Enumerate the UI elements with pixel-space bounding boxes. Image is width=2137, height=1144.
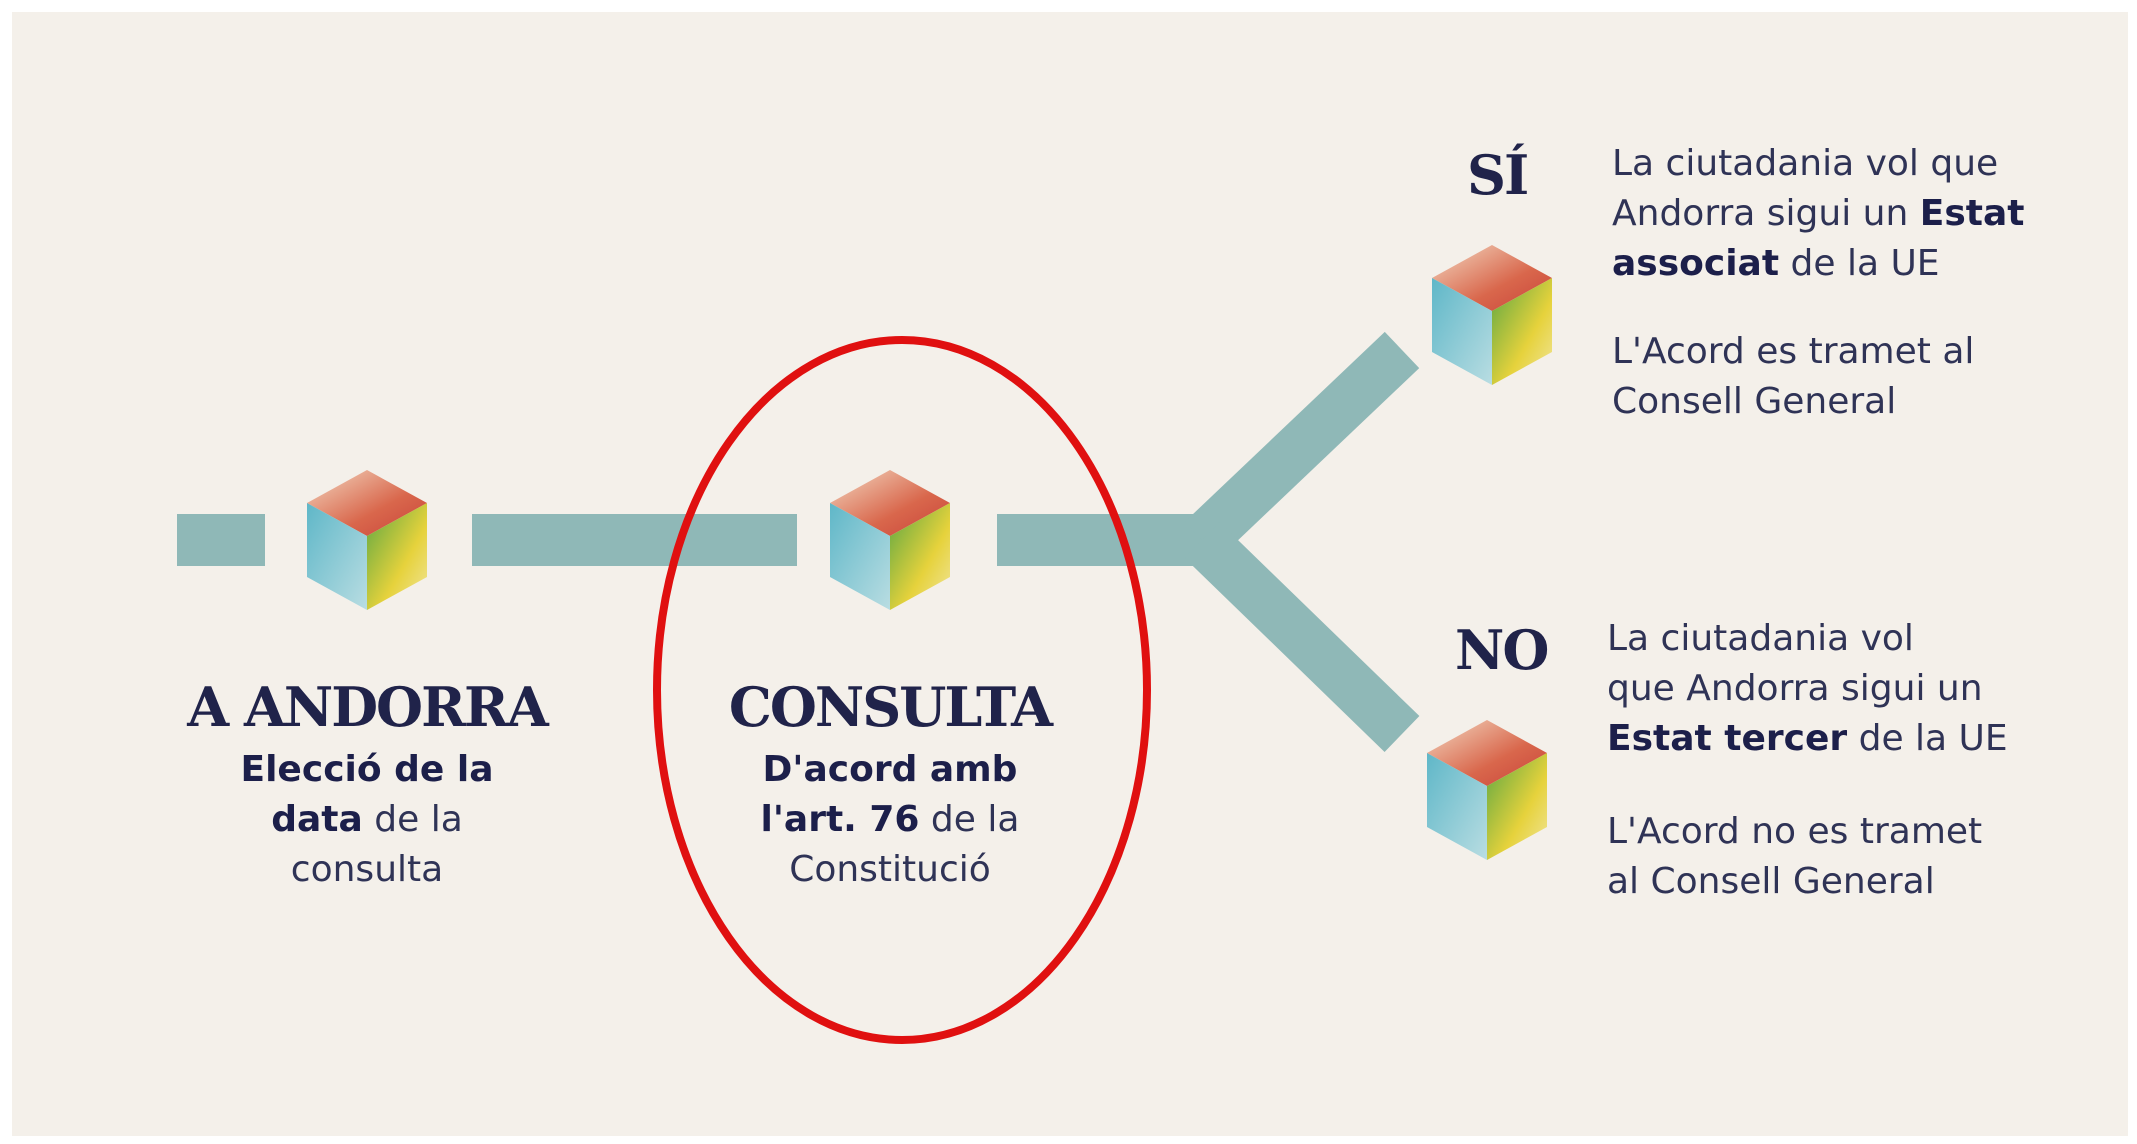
timeline-segment-end (997, 514, 1212, 566)
branch-line-yes (1184, 331, 1420, 559)
timeline-segment-start (177, 514, 265, 566)
timeline-segment-middle (472, 514, 797, 566)
caption-line: l'art. 76 de la (760, 799, 1020, 840)
step-caption-andorra: Elecció de la data de la consulta (157, 745, 577, 895)
branch-desc-yes: La ciutadania vol que Andorra sigui un E… (1612, 139, 2024, 289)
desc-line: L'Acord no es tramet (1607, 811, 1983, 852)
step-heading-andorra: A ANDORRA (187, 675, 548, 739)
desc-line: Consell General (1612, 381, 1897, 422)
desc-line: Estat tercer de la UE (1607, 718, 2008, 759)
step-heading-consulta: CONSULTA (728, 675, 1053, 739)
branch-label-yes: SÍ (1467, 143, 1529, 207)
timeline-connectors (177, 331, 1420, 1044)
desc-line: associat de la UE (1612, 243, 1940, 284)
cube-icon (830, 470, 950, 610)
branch-note-no: L'Acord no es tramet al Consell General (1607, 807, 1982, 907)
cube-icon (1432, 245, 1552, 385)
desc-line: L'Acord es tramet al (1612, 331, 1975, 372)
caption-line: Constitució (789, 849, 991, 890)
desc-line: La ciutadania vol que (1612, 143, 1999, 184)
branch-label-no: NO (1455, 618, 1549, 682)
caption-line: Elecció de la (240, 749, 494, 790)
caption-line: D'acord amb (762, 749, 1018, 790)
desc-line: al Consell General (1607, 861, 1935, 902)
branch-note-yes: L'Acord es tramet al Consell General (1612, 327, 1974, 427)
diagram-panel: A ANDORRA Elecció de la data de la consu… (12, 12, 2128, 1136)
desc-line: que Andorra sigui un (1607, 668, 1983, 709)
highlight-ellipse (653, 336, 1151, 1044)
desc-line: Andorra sigui un Estat (1612, 193, 2025, 234)
desc-line: La ciutadania vol (1607, 618, 1914, 659)
branch-line-no (1184, 522, 1420, 752)
cube-icon (1427, 720, 1547, 860)
caption-line: consulta (290, 849, 444, 890)
caption-line: data de la (271, 799, 463, 840)
branch-desc-no: La ciutadania vol que Andorra sigui un E… (1607, 614, 2008, 764)
cube-icon (307, 470, 427, 610)
step-caption-consulta: D'acord amb l'art. 76 de la Constitució (680, 745, 1100, 895)
